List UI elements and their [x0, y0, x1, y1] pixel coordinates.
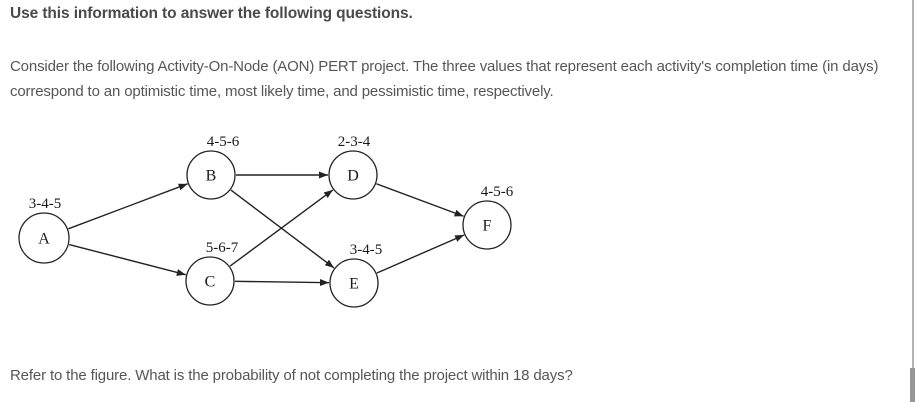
- intro-paragraph: Consider the following Activity-On-Node …: [10, 58, 879, 100]
- scrollbar-thumb[interactable]: [910, 368, 915, 402]
- node-times-D: 2-3-4: [338, 134, 371, 150]
- node-letter-E: E: [349, 276, 359, 293]
- node-circle-B: [186, 150, 236, 200]
- edge-B-E: [230, 189, 335, 269]
- node-letter-D: D: [347, 168, 359, 185]
- node-C: C 5-6-7: [185, 240, 239, 306]
- node-circle-F: [462, 200, 512, 250]
- edge-A-B: [68, 183, 188, 230]
- node-circle-C: [185, 256, 235, 306]
- node-times-A: 3-4-5: [29, 196, 62, 212]
- node-E: E 3-4-5: [329, 242, 383, 308]
- node-times-F: 4-5-6: [481, 184, 514, 200]
- node-circle-E: [329, 258, 379, 308]
- node-times-E: 3-4-5: [350, 242, 383, 258]
- node-F: F 4-5-6: [462, 184, 514, 250]
- node-D: D 2-3-4: [328, 134, 378, 200]
- edge-A-C: [68, 243, 186, 276]
- node-circle-D: [328, 150, 378, 200]
- instructions-heading: Use this information to answer the follo…: [10, 5, 413, 22]
- edge-C-E: [234, 279, 330, 287]
- node-times-C: 5-6-7: [206, 240, 239, 256]
- node-letter-F: F: [483, 218, 492, 235]
- scrollbar-track[interactable]: [912, 0, 914, 402]
- node-letter-A: A: [38, 231, 50, 248]
- edge-D-F: [376, 183, 464, 217]
- question-text: Refer to the figure. What is the probabi…: [10, 367, 573, 384]
- node-letter-C: C: [205, 274, 216, 291]
- node-circle-A: [18, 212, 70, 264]
- edge-E-F: [376, 234, 465, 274]
- node-B: B 4-5-6: [186, 134, 240, 200]
- edge-C-D: [229, 189, 334, 267]
- node-times-B: 4-5-6: [207, 134, 240, 150]
- node-A: A 3-4-5: [18, 196, 70, 264]
- node-letter-B: B: [206, 168, 217, 185]
